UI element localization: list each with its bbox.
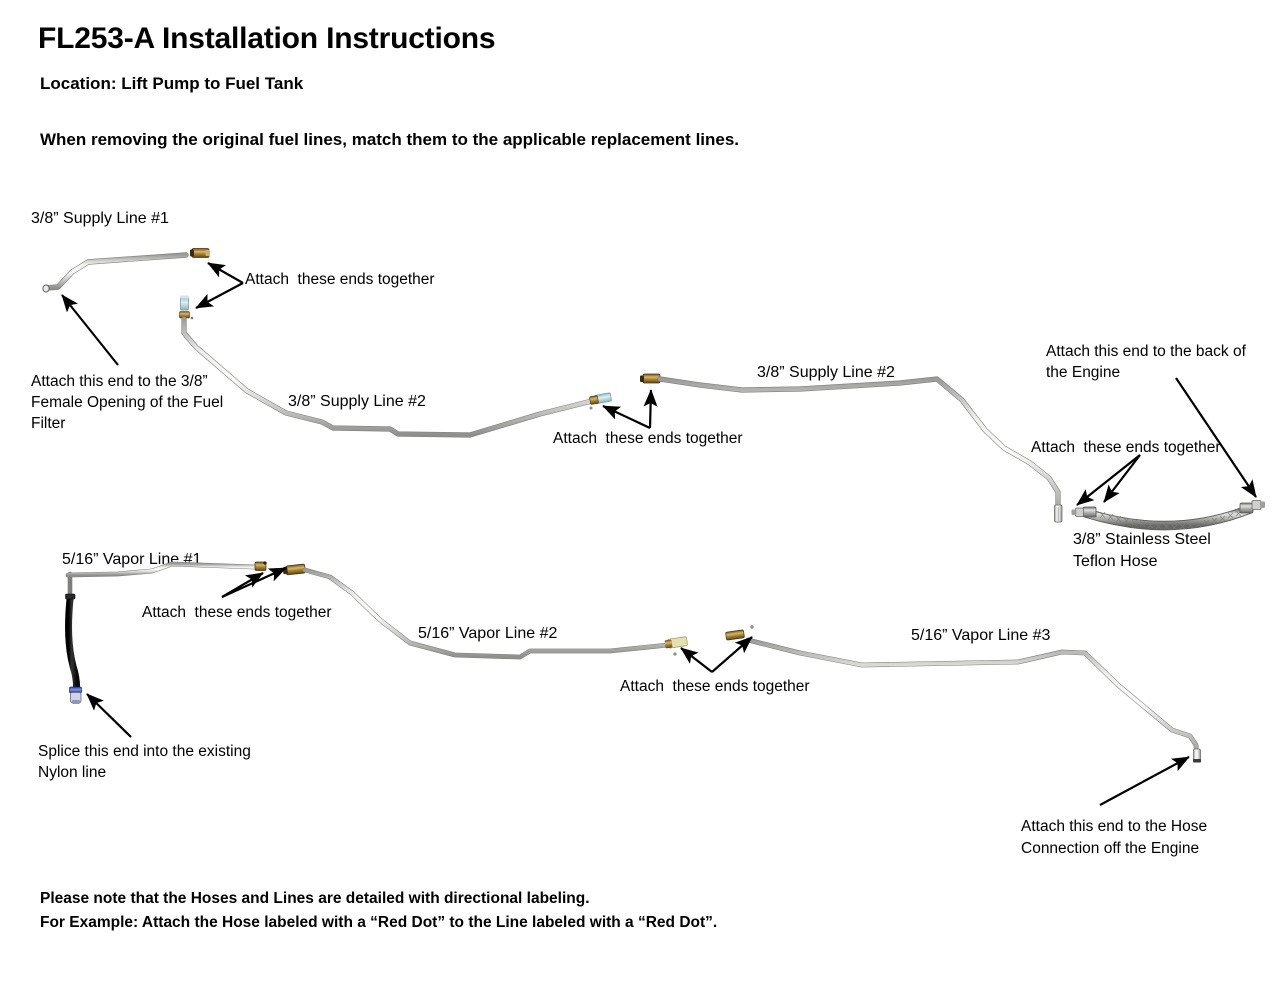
leader-vapor1-right xyxy=(221,566,287,599)
leader-vapor2-left xyxy=(680,647,713,673)
supply2-right-left-brass-fitting xyxy=(640,373,661,384)
teflon-hose-right-fitting xyxy=(1239,500,1265,514)
callout-fuel-filter-line2: Female Opening of the Fuel xyxy=(31,394,224,411)
label-vapor-line-3: 5/16” Vapor Line #3 xyxy=(911,627,1051,644)
label-teflon-hose-line1: 3/8” Stainless Steel xyxy=(1073,531,1211,548)
intro-instruction: When removing the original fuel lines, m… xyxy=(40,130,740,149)
leader-fuel-filter xyxy=(61,294,119,366)
callout-splice-nylon-line1: Splice this end into the existing xyxy=(38,743,251,760)
part-vapor-line-1 xyxy=(65,561,267,704)
vapor3-left-brass-fitting xyxy=(725,625,754,641)
part-supply-line-1 xyxy=(42,248,210,293)
leader-supply2-lower xyxy=(602,405,651,429)
part-vapor-line-2 xyxy=(282,563,688,660)
label-teflon-hose-line2: Teflon Hose xyxy=(1073,553,1158,570)
callout-splice-nylon-line2: Nylon line xyxy=(38,764,107,781)
supply1-left-end-fitting xyxy=(42,284,50,293)
callout-hose-connection-line1: Attach this end to the Hose xyxy=(1021,818,1208,835)
leader-splice-nylon xyxy=(86,693,132,738)
leader-vapor2-right xyxy=(711,636,753,673)
vapor1-right-brass-fitting xyxy=(254,561,267,571)
callout-back-of-engine-line1: Attach this end to the back of xyxy=(1046,343,1246,360)
location-subtitle: Location: Lift Pump to Fuel Tank xyxy=(40,74,304,93)
leader-hose-connection xyxy=(1099,756,1190,806)
leader-supply2-upper xyxy=(643,389,658,429)
part-supply-line-2-left xyxy=(179,295,612,438)
label-vapor-line-1: 5/16” Vapor Line #1 xyxy=(62,551,202,568)
supply2-left-right-fitting xyxy=(589,392,612,410)
part-stainless-teflon-hose xyxy=(1071,500,1265,531)
footnote-line-1: Please note that the Hoses and Lines are… xyxy=(40,890,590,907)
callout-attach-ends-supply2: Attach these ends together xyxy=(553,430,743,447)
callout-attach-ends-vapor1: Attach these ends together xyxy=(142,604,332,621)
vapor1-hose-clamp xyxy=(65,593,76,600)
leader-supply1-lower xyxy=(195,282,244,309)
callout-fuel-filter-line3: Filter xyxy=(31,415,66,432)
leader-vapor1-left xyxy=(221,572,264,598)
vapor2-left-brass-fitting xyxy=(282,563,306,576)
supply1-right-brass-fitting xyxy=(190,248,210,258)
label-supply-line-2-left: 3/8” Supply Line #2 xyxy=(288,393,426,410)
leader-teflon-right xyxy=(1103,454,1141,503)
vapor2-right-brass-fitting xyxy=(664,636,688,656)
callout-attach-ends-teflon: Attach these ends together xyxy=(1031,439,1221,456)
vapor3-bottom-end-fitting xyxy=(1193,748,1201,763)
callout-attach-ends-vapor2: Attach these ends together xyxy=(620,678,810,695)
leader-teflon-left xyxy=(1076,454,1141,506)
label-supply-line-2-right: 3/8” Supply Line #2 xyxy=(757,364,895,381)
supply2-right-bottom-end-fitting xyxy=(1054,504,1063,523)
braid-texture xyxy=(1091,510,1242,531)
callout-back-of-engine-line2: the Engine xyxy=(1046,364,1121,381)
leader-supply1-upper xyxy=(207,262,244,284)
vapor1-quick-connect-blue xyxy=(69,686,82,704)
label-vapor-line-2: 5/16” Vapor Line #2 xyxy=(418,625,558,642)
callout-hose-connection-line2: Connection off the Engine xyxy=(1021,840,1200,857)
callout-attach-ends-supply1: Attach these ends together xyxy=(245,271,435,288)
teflon-hose-left-fitting xyxy=(1071,506,1097,518)
callout-fuel-filter-line1: Attach this end to the 3/8” xyxy=(31,373,208,390)
footnote-line-2: For Example: Attach the Hose labeled wit… xyxy=(40,914,718,931)
supply2-left-teal-fitting xyxy=(179,295,194,320)
label-supply-line-1: 3/8” Supply Line #1 xyxy=(31,210,169,227)
page-title: FL253-A Installation Instructions xyxy=(38,22,496,55)
